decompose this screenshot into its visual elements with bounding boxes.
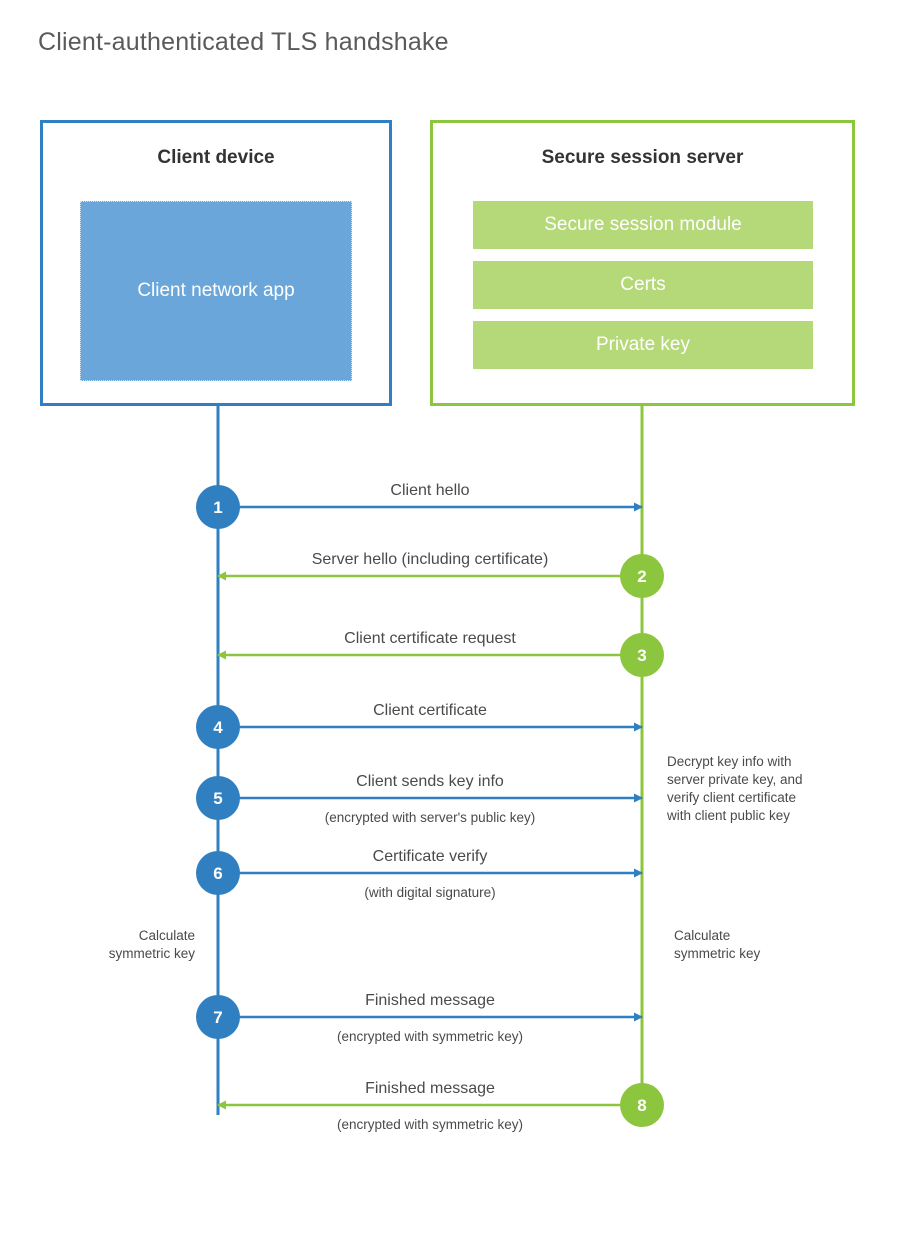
step-circle-1[interactable] (196, 485, 240, 529)
step-circle-6[interactable] (196, 851, 240, 895)
step-number-7: 7 (213, 1008, 222, 1027)
server-decrypt-note-line: server private key, and (667, 772, 803, 787)
message-sublabel-5: (encrypted with server's public key) (325, 810, 535, 825)
message-label-1: Client hello (390, 482, 469, 499)
step-marker-2[interactable]: 2 (620, 554, 664, 598)
message-label-7: Finished message (365, 992, 495, 1009)
step-number-2: 2 (637, 567, 646, 586)
step-marker-8[interactable]: 8 (620, 1083, 664, 1127)
step-marker-3[interactable]: 3 (620, 633, 664, 677)
server-module: Secure session module (473, 201, 813, 249)
client-calculate-note-line: Calculate (139, 928, 195, 943)
message-label-5: Client sends key info (356, 773, 504, 790)
step-markers-group: 1 2 3 4 5 6 7 8 (196, 485, 664, 1127)
message-sublabel-7: (encrypted with symmetric key) (337, 1029, 523, 1044)
step-circle-3[interactable] (620, 633, 664, 677)
step-number-4: 4 (213, 718, 223, 737)
step-number-5: 5 (213, 789, 222, 808)
server-module-label: Private key (596, 334, 690, 355)
message-label-3: Client certificate request (344, 630, 516, 647)
client-network-app-block: Client network app (80, 201, 352, 381)
client-device-title: Client device (157, 147, 275, 168)
message-label-4: Client certificate (373, 702, 487, 719)
server-calculate-note-line: Calculate (674, 928, 730, 943)
client-calculate-note-line: symmetric key (109, 946, 196, 961)
server-module: Private key (473, 321, 813, 369)
server-calculate-note: Calculate symmetric key (674, 928, 761, 961)
message-sublabel-6: (with digital signature) (364, 885, 495, 900)
server-module-list: Secure session module Certs Private key (473, 201, 813, 381)
message-label-2: Server hello (including certificate) (312, 551, 549, 568)
server-module-label: Certs (620, 274, 666, 295)
step-circle-2[interactable] (620, 554, 664, 598)
server-decrypt-note-line: with client public key (666, 808, 790, 823)
step-marker-1[interactable]: 1 (196, 485, 240, 529)
step-number-3: 3 (637, 646, 646, 665)
page-title: Client-authenticated TLS handshake (38, 28, 449, 56)
step-number-8: 8 (637, 1096, 646, 1115)
step-circle-7[interactable] (196, 995, 240, 1039)
client-device-box: Client device Client network app (40, 120, 392, 406)
step-marker-6[interactable]: 6 (196, 851, 240, 895)
server-module-label: Secure session module (544, 214, 742, 235)
message-label-6: Certificate verify (373, 848, 488, 865)
secure-session-server-title: Secure session server (541, 147, 744, 168)
server-decrypt-note-line: verify client certificate (667, 790, 796, 805)
step-number-1: 1 (213, 498, 222, 517)
server-module: Certs (473, 261, 813, 309)
server-calculate-note-line: symmetric key (674, 946, 761, 961)
message-sublabel-8: (encrypted with symmetric key) (337, 1117, 523, 1132)
step-marker-7[interactable]: 7 (196, 995, 240, 1039)
step-marker-4[interactable]: 4 (196, 705, 240, 749)
step-circle-8[interactable] (620, 1083, 664, 1127)
step-circle-4[interactable] (196, 705, 240, 749)
side-notes-group: Decrypt key info with server private key,… (109, 754, 803, 961)
client-calculate-note: Calculate symmetric key (109, 928, 196, 961)
message-label-8: Finished message (365, 1080, 495, 1097)
secure-session-server-box: Secure session server Secure session mod… (430, 120, 855, 406)
step-circle-5[interactable] (196, 776, 240, 820)
server-decrypt-note-line: Decrypt key info with (667, 754, 792, 769)
server-decrypt-note: Decrypt key info with server private key,… (666, 754, 803, 823)
client-network-app-label: Client network app (137, 280, 295, 302)
step-marker-5[interactable]: 5 (196, 776, 240, 820)
step-number-6: 6 (213, 864, 222, 883)
